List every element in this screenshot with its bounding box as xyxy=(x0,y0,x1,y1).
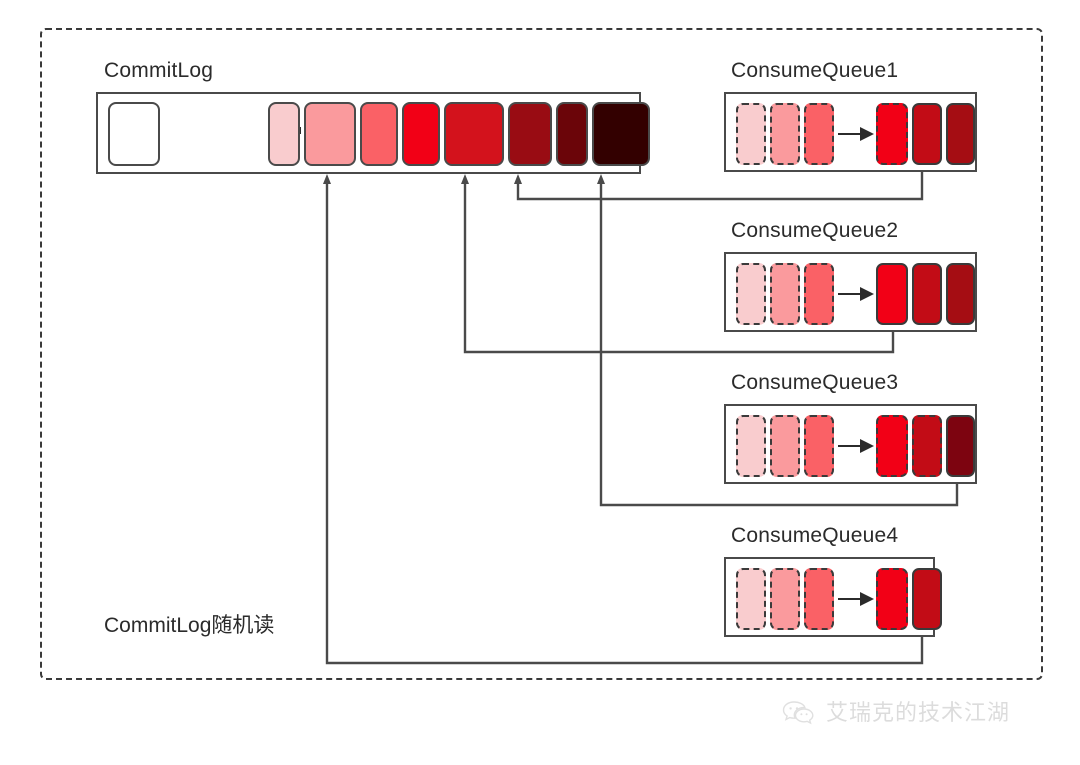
arrow-shaft xyxy=(838,445,862,447)
consumequeue2-box xyxy=(724,252,977,332)
consumequeue1-cell-3 xyxy=(804,103,834,165)
arrow-head xyxy=(860,592,874,606)
consumequeue4-cell-1 xyxy=(736,568,766,630)
commitlog-cell-msg-2 xyxy=(304,102,356,166)
consumequeue2-cell-1 xyxy=(736,263,766,325)
consumequeue1-label: ConsumeQueue1 xyxy=(731,59,899,82)
commitlog-cell-msg-4 xyxy=(402,102,440,166)
broker-boundary-frame xyxy=(40,28,1043,680)
consumequeue4-cell-4 xyxy=(876,568,908,630)
consumequeue4-flow-arrow xyxy=(838,592,874,606)
commitlog-cell-msg-7 xyxy=(556,102,588,166)
commitlog-strip xyxy=(96,92,650,174)
consumequeue2-cell-5 xyxy=(912,263,942,325)
consumequeue1-cell-6 xyxy=(946,103,975,165)
consumequeue3-cell-6 xyxy=(946,415,975,477)
arrow-shaft xyxy=(838,133,862,135)
consumequeue1-cell-1 xyxy=(736,103,766,165)
consumequeue3-flow-arrow xyxy=(838,439,874,453)
consumequeue3-cell-2 xyxy=(770,415,800,477)
consumequeue1-cell-4 xyxy=(876,103,908,165)
consumequeue1-cell-2 xyxy=(770,103,800,165)
consumequeue3-cell-1 xyxy=(736,415,766,477)
consumequeue2-cell-3 xyxy=(804,263,834,325)
consumequeue4-box xyxy=(724,557,942,637)
arrow-head xyxy=(860,127,874,141)
consumequeue2-label: ConsumeQueue2 xyxy=(731,219,899,242)
watermark: 艾瑞克的技术江湖 xyxy=(782,700,1010,726)
wechat-icon xyxy=(782,701,814,725)
commitlog-cell-msg-1 xyxy=(268,102,300,166)
commitlog-cell-msg-3 xyxy=(360,102,398,166)
consumequeue2-flow-arrow xyxy=(838,287,874,301)
consumequeue3-cell-3 xyxy=(804,415,834,477)
consumequeue3-box xyxy=(724,404,977,484)
consumequeue1-box xyxy=(724,92,977,172)
consumequeue4-cell-3 xyxy=(804,568,834,630)
consumequeue1-cell-5 xyxy=(912,103,942,165)
commitlog-cell-empty-slot xyxy=(108,102,160,166)
commitlog-cell-msg-8 xyxy=(592,102,650,166)
commitlog-label: CommitLog xyxy=(104,59,214,82)
consumequeue4-cell-2 xyxy=(770,568,800,630)
consumequeue3-cell-4 xyxy=(876,415,908,477)
arrow-shaft xyxy=(838,598,862,600)
consumequeue3-label: ConsumeQueue3 xyxy=(731,371,899,394)
arrow-head xyxy=(860,287,874,301)
consumequeue4-label: ConsumeQueue4 xyxy=(731,524,899,547)
arrow-shaft xyxy=(838,293,862,295)
consumequeue2-cell-2 xyxy=(770,263,800,325)
consumequeue3-cell-5 xyxy=(912,415,942,477)
consumequeue4-cell-5 xyxy=(912,568,942,630)
commitlog-random-read-caption: CommitLog随机读 xyxy=(104,614,275,637)
consumequeue1-flow-arrow xyxy=(838,127,874,141)
commitlog-cell-msg-6 xyxy=(508,102,552,166)
arrow-head xyxy=(860,439,874,453)
consumequeue2-cell-4 xyxy=(876,263,908,325)
watermark-text: 艾瑞克的技术江湖 xyxy=(826,700,1011,725)
commitlog-cell-msg-5 xyxy=(444,102,504,166)
consumequeue2-cell-6 xyxy=(946,263,975,325)
